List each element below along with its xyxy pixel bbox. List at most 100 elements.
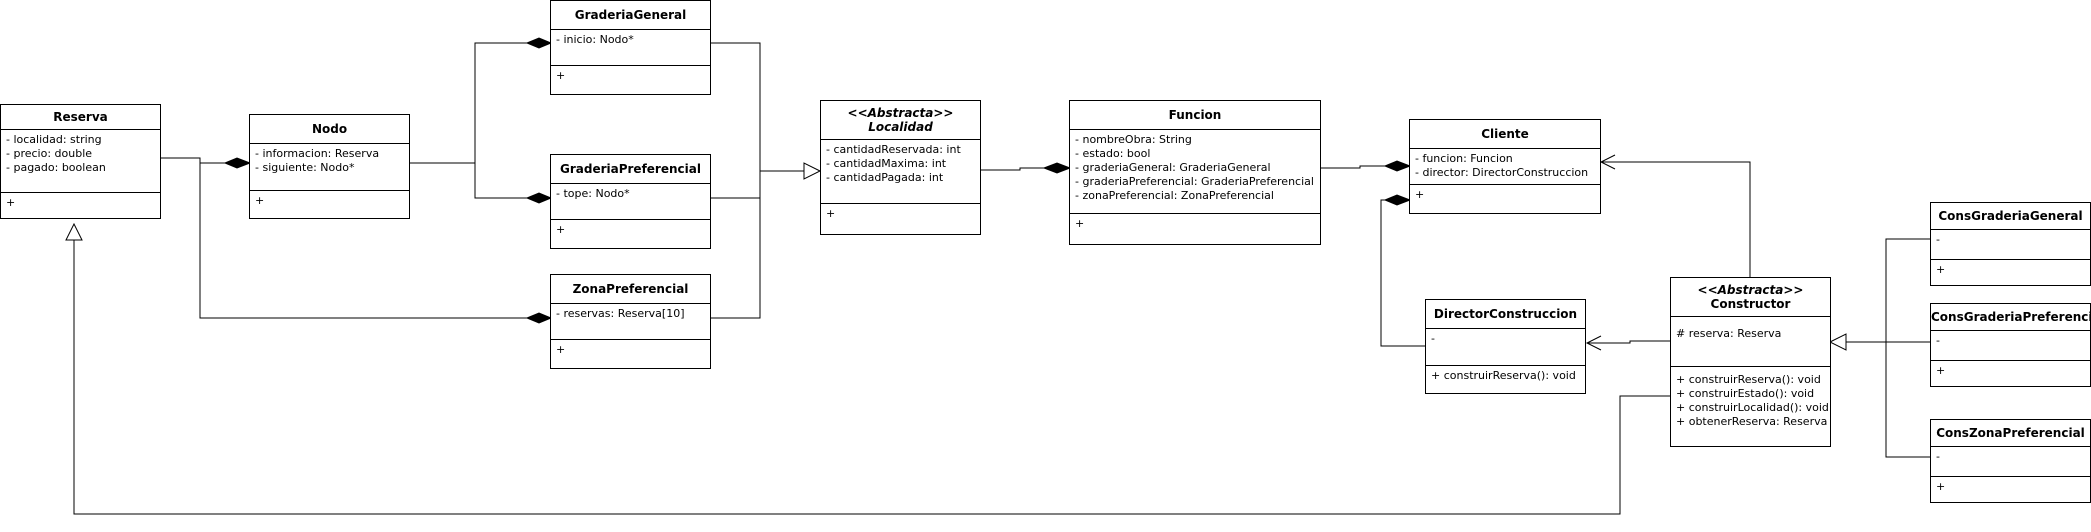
methods-section: + xyxy=(551,66,710,86)
attribute: - nombreObra: String xyxy=(1075,133,1192,146)
class-graderia-preferencial[interactable]: GraderiaPreferencial - tope: Nodo* + xyxy=(550,154,711,249)
attributes-section: - tope: Nodo* xyxy=(551,184,710,220)
composition-diamond xyxy=(525,312,553,324)
attribute: - graderiaPreferencial: GraderiaPreferen… xyxy=(1075,175,1314,188)
class-zona-preferencial[interactable]: ZonaPreferencial - reservas: Reserva[10]… xyxy=(550,274,711,369)
link-constructor-reserva xyxy=(73,240,1670,515)
generalization-arrowhead xyxy=(65,222,83,241)
method: + xyxy=(255,194,265,207)
methods-section: + xyxy=(1931,477,2090,497)
class-name: GraderiaGeneral xyxy=(574,8,687,22)
class-localidad[interactable]: <<Abstracta>> Localidad - cantidadReserv… xyxy=(820,100,981,235)
attributes-section: - cantidadReservada: int - cantidadMaxim… xyxy=(821,140,980,204)
method: + xyxy=(556,343,566,356)
attribute: - informacion: Reserva xyxy=(255,147,380,160)
class-name: Cliente xyxy=(1481,127,1529,141)
method: + xyxy=(1415,188,1425,201)
method: + construirReserva(): void xyxy=(1676,373,1821,386)
attribute: - funcion: Funcion xyxy=(1415,152,1513,165)
class-name: ConsGraderiaPreferencial xyxy=(1931,310,2091,324)
class-header: Cliente xyxy=(1410,120,1600,149)
class-director-construccion[interactable]: DirectorConstruccion - + construirReserv… xyxy=(1425,299,1586,394)
class-name: Funcion xyxy=(1168,108,1222,122)
method: + construirLocalidad(): void xyxy=(1676,401,1829,414)
attribute: - xyxy=(1431,332,1435,345)
link-constructor-cliente xyxy=(1601,161,1751,277)
class-stereotype: <<Abstracta>> xyxy=(1697,283,1804,297)
class-funcion[interactable]: Funcion - nombreObra: String - estado: b… xyxy=(1069,100,1321,245)
attributes-section: - localidad: string - precio: double - p… xyxy=(1,130,160,193)
method: + xyxy=(6,196,16,209)
link-consgeneral-constructor xyxy=(1885,238,1931,458)
method: + obtenerReserva: Reserva xyxy=(1676,415,1828,428)
class-header: GraderiaGeneral xyxy=(551,1,710,30)
class-name: Localidad xyxy=(868,120,933,134)
open-arrowhead xyxy=(1585,335,1602,351)
methods-section: + xyxy=(1,193,160,213)
class-reserva[interactable]: Reserva - localidad: string - precio: do… xyxy=(0,104,161,219)
class-header: GraderiaPreferencial xyxy=(551,155,710,184)
link-graderiageneral-nodo xyxy=(409,42,527,164)
class-name: Reserva xyxy=(53,110,108,124)
attribute: - xyxy=(1936,334,1940,347)
attribute: - cantidadPagada: int xyxy=(826,171,944,184)
class-stereotype: <<Abstracta>> xyxy=(847,106,954,120)
attributes-section: - xyxy=(1931,230,2090,260)
attribute: - precio: double xyxy=(6,147,93,160)
attribute: - siguiente: Nodo* xyxy=(255,161,355,174)
class-name: Nodo xyxy=(311,122,348,136)
link-nodo-reserva xyxy=(160,157,225,164)
attribute: - estado: bool xyxy=(1075,147,1151,160)
attributes-section: - xyxy=(1426,329,1585,366)
method: + construirReserva(): void xyxy=(1431,369,1576,382)
class-cliente[interactable]: Cliente - funcion: Funcion - director: D… xyxy=(1409,119,1601,214)
method: + xyxy=(1936,263,1946,276)
methods-section: + construirReserva(): void + construirEs… xyxy=(1671,367,1830,432)
link-constructor-director xyxy=(1587,340,1670,344)
attribute: - reservas: Reserva[10] xyxy=(556,307,685,320)
methods-section: + xyxy=(1931,260,2090,280)
link-funcion-localidad xyxy=(980,167,1044,171)
link-cliente-funcion xyxy=(1320,165,1385,169)
attribute: - xyxy=(1936,233,1940,246)
method: + construirEstado(): void xyxy=(1676,387,1815,400)
class-name: Constructor xyxy=(1710,297,1791,311)
class-header: ConsZonaPreferencial xyxy=(1931,420,2090,447)
class-cons-zona-preferencial[interactable]: ConsZonaPreferencial - + xyxy=(1930,419,2091,503)
method: + xyxy=(556,223,566,236)
attributes-section: - funcion: Funcion - director: DirectorC… xyxy=(1410,149,1600,185)
class-name: ConsGraderiaGeneral xyxy=(1938,209,2083,223)
method: + xyxy=(1075,217,1085,230)
attribute: - cantidadReservada: int xyxy=(826,143,961,156)
attribute: - localidad: string xyxy=(6,133,102,146)
composition-diamond xyxy=(525,37,553,49)
attribute: - tope: Nodo* xyxy=(556,187,630,200)
attributes-section: # reserva: Reserva xyxy=(1671,317,1830,367)
method: + xyxy=(826,207,836,220)
class-cons-graderia-general[interactable]: ConsGraderiaGeneral - + xyxy=(1930,202,2091,286)
attribute: - inicio: Nodo* xyxy=(556,33,634,46)
class-header: <<Abstracta>> Constructor xyxy=(1671,278,1830,317)
class-graderia-general[interactable]: GraderiaGeneral - inicio: Nodo* + xyxy=(550,0,711,95)
attributes-section: - nombreObra: String - estado: bool - gr… xyxy=(1070,130,1320,214)
attributes-section: - xyxy=(1931,447,2090,477)
class-name: DirectorConstruccion xyxy=(1433,307,1578,321)
class-name: ConsZonaPreferencial xyxy=(1936,426,2085,440)
class-header: ConsGraderiaPreferencial xyxy=(1931,304,2091,331)
link-cliente-director xyxy=(1380,199,1425,347)
class-constructor[interactable]: <<Abstracta>> Constructor # reserva: Res… xyxy=(1670,277,1831,447)
attribute: - xyxy=(1936,450,1940,463)
generalization-arrowhead xyxy=(1828,333,1847,351)
methods-section: + xyxy=(250,191,409,211)
class-header: Nodo xyxy=(250,115,409,144)
class-nodo[interactable]: Nodo - informacion: Reserva - siguiente:… xyxy=(249,114,410,219)
class-cons-graderia-preferencial[interactable]: ConsGraderiaPreferencial - + xyxy=(1930,303,2091,387)
attribute: # reserva: Reserva xyxy=(1676,327,1782,340)
attributes-section: - inicio: Nodo* xyxy=(551,30,710,66)
methods-section: + xyxy=(1931,361,2090,381)
class-header: <<Abstracta>> Localidad xyxy=(821,101,980,140)
class-header: Reserva xyxy=(1,105,160,130)
link-graderiageneral-localidad xyxy=(710,42,761,319)
